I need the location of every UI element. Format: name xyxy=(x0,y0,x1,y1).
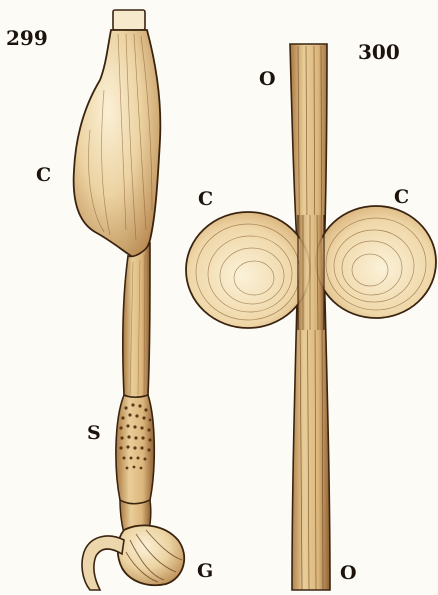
crop-right-label: C xyxy=(394,188,409,207)
figure-300-number: 300 xyxy=(358,42,400,62)
intestine-stub xyxy=(82,536,124,590)
column-over-lobes xyxy=(298,215,324,330)
figure-299-drawing xyxy=(74,10,185,590)
figure-299-number: 299 xyxy=(6,28,48,48)
gizzard-label: G xyxy=(197,562,213,581)
oesophagus-bottom-label: O xyxy=(340,564,357,583)
crop-left-label: C xyxy=(198,190,213,209)
stomach-label: S xyxy=(87,424,101,443)
figure-300-drawing xyxy=(186,44,436,590)
crop-shape xyxy=(74,30,161,258)
crop-lobe-left xyxy=(186,212,310,328)
oesophagus-top-label: O xyxy=(259,70,276,89)
crop-label: C xyxy=(36,166,51,185)
oesophagus-tube xyxy=(123,242,150,397)
oesophagus-cap xyxy=(113,10,145,30)
